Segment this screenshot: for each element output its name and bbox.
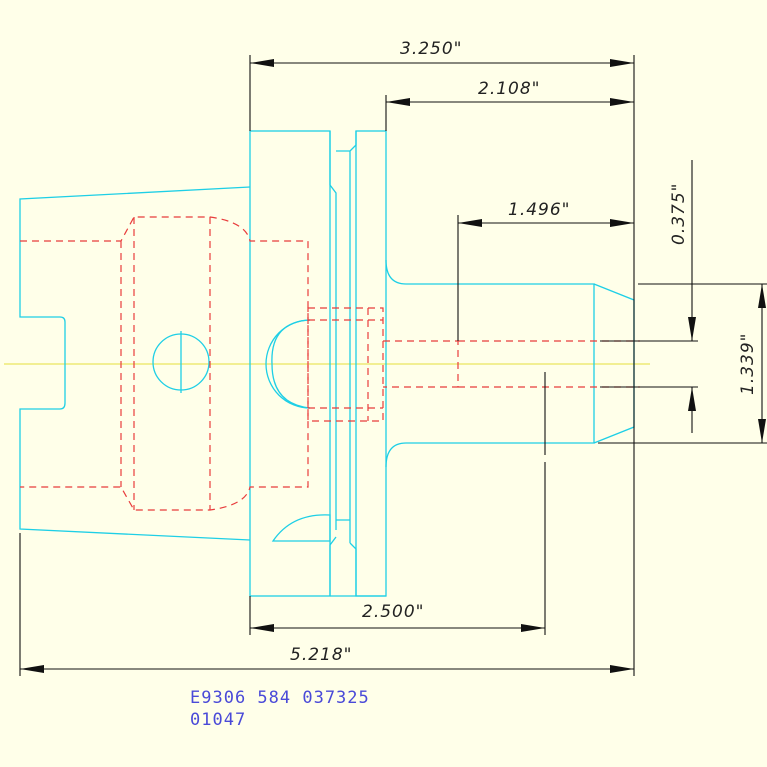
dim-label-0375: 0.375" [669,183,689,246]
arrow [458,219,482,227]
arrow [20,665,44,673]
dim-label-3250: 3.250" [400,39,463,59]
part-number-line-1: E9306 584 037325 [190,688,370,708]
flange-groove-inner [336,131,357,596]
arrow [386,98,410,106]
arrow [610,219,634,227]
flange-groove-top [329,131,337,596]
arrow [610,98,634,106]
internal-bore-left [20,216,309,511]
arrow [610,59,634,67]
front-bore [383,340,640,388]
dim-label-2108: 2.108" [478,79,541,99]
part-number-line-2: 01047 [190,710,247,730]
arrow [250,624,274,632]
arrow [688,387,696,411]
dim-label-5218: 5.218" [290,645,353,665]
taper-shank-outline [19,186,251,541]
arrow [758,284,766,308]
pocket-semicircle-fill [271,319,311,409]
dim-label-2500: 2.500" [362,602,425,622]
arrow [758,419,766,443]
arrow [521,624,545,632]
arrow [688,317,696,341]
arrow [610,665,634,673]
dim-label-1339: 1.339" [738,333,758,396]
retention-knob-bore [307,307,384,422]
front-shank-outline [385,259,595,468]
drive-key-arc [271,514,331,542]
arrow [250,59,274,67]
dim-label-1496: 1.496" [508,200,571,220]
flange-body [249,130,331,597]
